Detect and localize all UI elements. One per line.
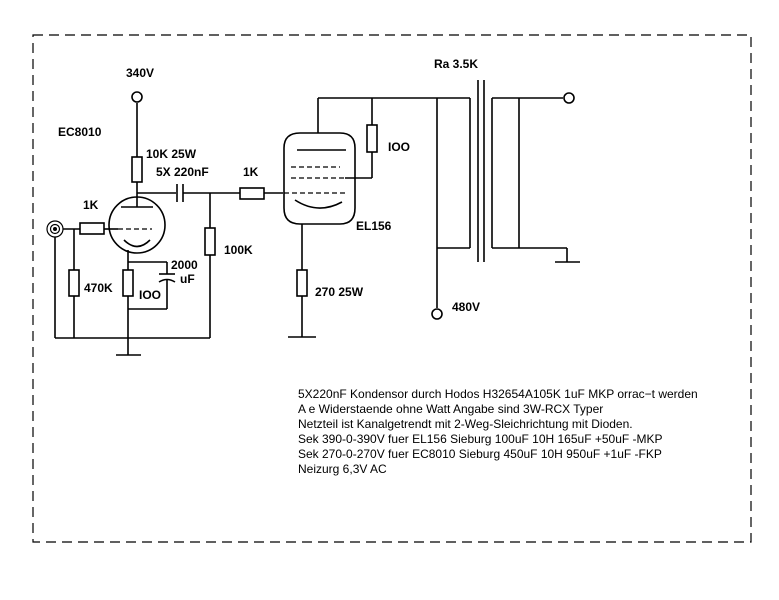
label-ra: Ra 3.5K bbox=[434, 57, 478, 71]
label-100-cathode: IOO bbox=[139, 288, 161, 302]
resistor-1k-input bbox=[79, 222, 105, 235]
label-10k: 10K 25W bbox=[146, 147, 197, 161]
tube-ec8010 bbox=[108, 196, 166, 254]
dashed-border bbox=[32, 34, 752, 543]
note-line-2: A e Widerstaende ohne Watt Angabe sind 3… bbox=[298, 402, 603, 416]
resistor-10k bbox=[131, 156, 143, 183]
label-100k: 100K bbox=[224, 243, 253, 257]
label-470k: 470K bbox=[84, 281, 113, 295]
label-ec8010: EC8010 bbox=[58, 125, 102, 139]
label-el156: EL156 bbox=[356, 219, 392, 233]
resistor-270 bbox=[296, 269, 308, 297]
resistor-100-cathode bbox=[122, 269, 134, 297]
label-270: 270 25W bbox=[315, 285, 364, 299]
resistor-100-screen bbox=[366, 124, 378, 153]
resistor-1k-grid bbox=[239, 187, 265, 200]
label-uf: uF bbox=[180, 272, 195, 286]
label-1k-grid: 1K bbox=[243, 165, 259, 179]
capacitor-2000uf bbox=[158, 262, 176, 309]
terminal-340v bbox=[131, 91, 143, 103]
terminal-480v bbox=[431, 308, 443, 320]
input-jack bbox=[46, 220, 64, 238]
note-line-4: Sek 390-0-390V fuer EL156 Sieburg 100uF … bbox=[298, 432, 663, 446]
label-480v: 480V bbox=[452, 300, 480, 314]
label-2000: 2000 bbox=[171, 258, 198, 272]
label-5x220nf: 5X 220nF bbox=[156, 165, 209, 179]
note-line-3: Netzteil ist Kanalgetrendt mit 2-Weg-Sle… bbox=[298, 417, 633, 431]
terminal-output bbox=[563, 92, 575, 104]
label-1k-input: 1K bbox=[83, 198, 99, 212]
output-transformer bbox=[436, 80, 567, 308]
resistor-470k bbox=[68, 269, 80, 297]
note-line-6: Neizurg 6,3V AC bbox=[298, 462, 387, 476]
note-line-1: 5X220nF Kondensor durch Hodos H32654A105… bbox=[298, 387, 698, 401]
label-100-screen: IOO bbox=[388, 140, 410, 154]
tube-el156 bbox=[283, 132, 356, 225]
capacitor-coupling bbox=[176, 184, 184, 202]
resistor-100k bbox=[204, 227, 216, 256]
label-340v: 340V bbox=[126, 66, 154, 80]
note-line-5: Sek 270-0-270V fuer EC8010 Sieburg 450uF… bbox=[298, 447, 662, 461]
